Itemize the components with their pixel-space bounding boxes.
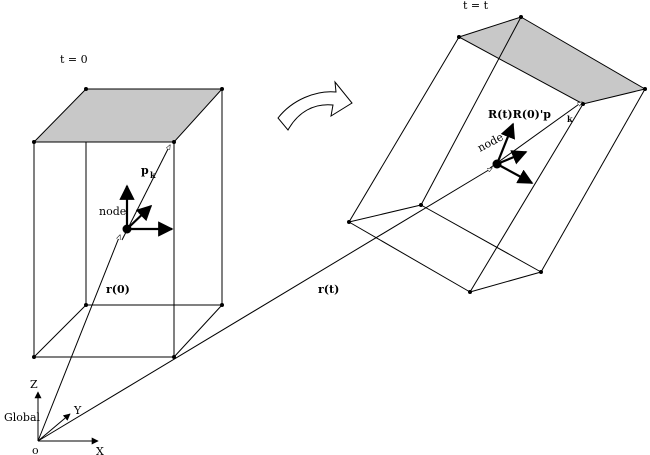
pk-initial-subscript: k [150, 170, 156, 180]
origin-label: o [32, 444, 39, 455]
global-frame [34, 391, 99, 445]
final-box [347, 15, 647, 294]
r0-vector [37, 235, 121, 442]
final-pk-vector [489, 102, 582, 169]
global-label: Global [4, 411, 41, 424]
rt-vector [37, 168, 492, 442]
node-initial-label: node [99, 205, 126, 218]
node-final-label: node [475, 130, 505, 154]
axis-x-label: X [96, 445, 104, 455]
initial-top-face [32, 88, 224, 143]
rotation-expression-subscript: k [567, 114, 573, 124]
time-final-label: t = t [463, 0, 489, 12]
axis-z-label: Z [30, 378, 38, 391]
pk-initial-label: p [141, 164, 149, 177]
axis-y-label: Y [73, 404, 82, 417]
r0-label: r(0) [106, 283, 130, 296]
time-initial-label: t = 0 [60, 53, 88, 66]
rt-label: r(t) [318, 283, 339, 296]
final-top-face [457, 16, 647, 105]
rotation-expression-label: R(t)R(0)'p [488, 108, 551, 121]
initial-box [32, 87, 224, 359]
curved-arrow-icon [277, 80, 353, 131]
initial-pk-vector [121, 145, 170, 241]
